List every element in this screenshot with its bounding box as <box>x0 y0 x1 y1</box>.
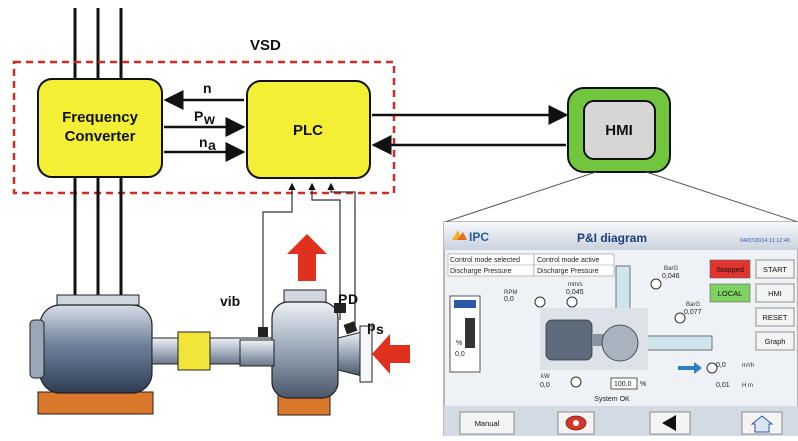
plc-hmi-arrows <box>371 105 569 155</box>
svg-text:P: P <box>338 291 347 307</box>
power-lines <box>73 8 123 80</box>
svg-text:HMI: HMI <box>605 122 633 139</box>
home-icon[interactable] <box>741 411 783 435</box>
rpm-label: RPM <box>504 290 517 296</box>
vib-unit: mm/s <box>568 282 583 288</box>
frequency-converter-box: Frequency Converter <box>37 78 163 178</box>
svg-text:Graph: Graph <box>765 337 786 346</box>
ps-label: p s <box>367 318 384 337</box>
signal-na-label: n a <box>199 134 216 153</box>
hmi-button[interactable]: HMI <box>755 283 795 303</box>
hmi-motor <box>545 319 593 361</box>
vib-value: 0,045 <box>566 289 584 296</box>
hmi-flow-arrow-icon <box>678 362 702 374</box>
rpm-value: 0,0 <box>504 296 514 303</box>
svg-text:Frequency: Frequency <box>62 109 139 126</box>
plc-box: PLC <box>246 80 371 179</box>
hmi-box: HMI <box>567 87 671 173</box>
head-unit: H m <box>742 383 753 389</box>
pd-label: P D <box>338 291 358 307</box>
svg-text:Stopped: Stopped <box>716 265 744 274</box>
control-mode-selected-value: Discharge Pressure <box>450 268 512 275</box>
svg-text:START: START <box>763 265 787 274</box>
motor <box>29 294 153 394</box>
reset-button[interactable]: RESET <box>755 307 795 327</box>
speed-unit: % <box>640 381 646 388</box>
control-mode-selected-label: Control mode selected <box>450 257 520 264</box>
flow-value: 0,0 <box>716 362 726 369</box>
inlet-arrow <box>372 334 410 374</box>
bar-mid-value: 0,077 <box>684 309 702 316</box>
hmi-sensor-circles <box>534 278 718 388</box>
vib-sensor <box>258 327 268 337</box>
left-pct-label: % <box>456 340 462 347</box>
coupling <box>177 331 211 371</box>
manual-button[interactable]: Manual <box>459 411 515 435</box>
kw-value: 0,0 <box>540 382 550 389</box>
svg-text:HMI: HMI <box>768 289 782 298</box>
sensor-lines <box>262 182 356 330</box>
svg-text:Manual: Manual <box>475 419 500 428</box>
signal-pw-label: P w <box>194 108 215 127</box>
speed-value: 100,0 <box>614 381 632 388</box>
svg-text:LOCAL: LOCAL <box>718 289 743 298</box>
kw-label: kW <box>541 374 550 380</box>
svg-text:PLC: PLC <box>293 122 323 139</box>
hmi-screen: IPC P&I diagram 04/07/2014 11:12:40 Cont… <box>443 221 798 437</box>
signal-arrows <box>163 90 246 162</box>
head-value: 0,01 <box>716 382 730 389</box>
ps-sensor <box>343 321 358 335</box>
svg-text:RESET: RESET <box>762 313 787 322</box>
svg-text:p: p <box>367 318 376 334</box>
stopped-indicator: Stopped <box>709 259 751 279</box>
back-arrow-icon[interactable] <box>649 411 691 435</box>
vsd-title: VSD <box>250 37 281 54</box>
svg-text:a: a <box>208 137 216 153</box>
pump <box>239 289 373 399</box>
hmi-datetime: 04/07/2014 11:12:40 <box>740 238 790 244</box>
svg-text:n: n <box>199 134 208 150</box>
flow-up-arrow <box>287 234 327 281</box>
local-button[interactable]: LOCAL <box>709 283 751 303</box>
vsd-dashed-border <box>12 60 396 195</box>
control-mode-active-value: Discharge Pressure <box>537 268 599 275</box>
bar-top-unit: BarG <box>664 266 678 272</box>
fc-motor-lines <box>73 177 123 300</box>
svg-text:P: P <box>194 108 203 124</box>
graph-button[interactable]: Graph <box>755 331 795 351</box>
vib-label: vib <box>220 293 240 309</box>
ipc-logo-icon <box>452 230 467 240</box>
hmi-title: P&I diagram <box>577 231 647 245</box>
hmi-logo-text: IPC <box>469 230 489 244</box>
bar-top-value: 0,046 <box>662 273 680 280</box>
hmi-pump <box>601 324 639 362</box>
speed-box <box>610 377 638 390</box>
svg-text:Converter: Converter <box>65 128 136 145</box>
flow-unit: m³/h <box>742 363 754 369</box>
signal-n-label: n <box>203 80 212 96</box>
svg-text:w: w <box>203 111 215 127</box>
motor-base <box>37 391 154 415</box>
pd-sensor <box>334 303 346 313</box>
control-mode-active-label: Control mode active <box>537 257 599 264</box>
svg-text:s: s <box>376 321 384 337</box>
left-pct-value: 0,0 <box>455 351 465 358</box>
zoom-lines <box>444 171 798 223</box>
alarm-icon[interactable] <box>557 411 595 435</box>
status-text: System OK <box>594 396 630 403</box>
bar-mid-unit: BarG <box>686 302 700 308</box>
svg-text:D: D <box>348 291 358 307</box>
start-button[interactable]: START <box>755 259 795 279</box>
